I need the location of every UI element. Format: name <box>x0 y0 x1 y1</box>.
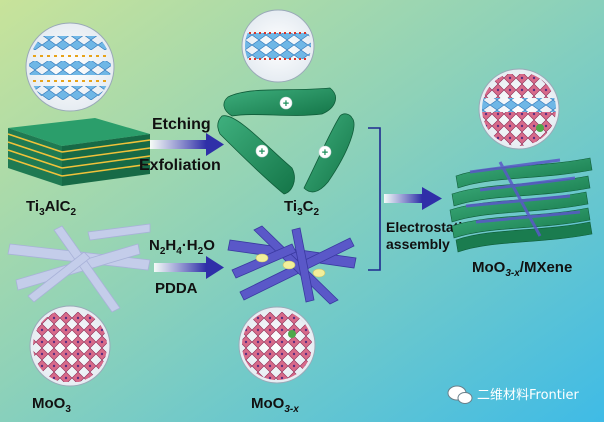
reduction-arrow <box>154 256 224 279</box>
electrostatic-label: Electrostatic <box>386 219 470 235</box>
moo3-label: MoO3 <box>32 395 71 415</box>
plus-sign: + <box>283 98 289 110</box>
assembly-label: assembly <box>386 236 450 252</box>
ti3alc2-layered-block <box>7 118 151 186</box>
plus-sign: + <box>322 147 328 159</box>
plus-charge-markers: + + + <box>255 96 332 159</box>
etching-exfoliation-arrow <box>150 133 224 156</box>
moo3-nanobelts <box>7 223 151 313</box>
pdda-label: PDDA <box>155 280 198 297</box>
hydrazine-label: N2H4·H2O <box>149 237 215 257</box>
moo3x-mxene-stack <box>449 157 593 253</box>
assembly-arrow <box>384 187 442 210</box>
ti3c2-mxene-sheets: + + + <box>217 87 355 195</box>
wechat-icon <box>447 385 473 404</box>
product-label: MoO3-x/MXene <box>472 259 572 279</box>
pdda-dots <box>255 253 326 278</box>
assembly-bracket <box>368 127 381 271</box>
ti3alc2-crystal-circle <box>25 22 115 112</box>
plus-sign: + <box>259 146 265 158</box>
watermark-text: 二维材料Frontier <box>477 388 579 403</box>
ti3alc2-label: Ti3AlC2 <box>26 198 76 218</box>
moo3-crystal-circle <box>29 305 111 387</box>
moo3x-nanobelts <box>227 225 357 305</box>
moo3x-label: MoO3-x <box>251 395 299 415</box>
product-crystal-circle <box>478 68 560 150</box>
etching-label: Etching <box>152 116 211 133</box>
ti3c2-crystal-circle <box>241 9 315 83</box>
ti3c2-label: Ti3C2 <box>284 198 319 218</box>
watermark: 二维材料Frontier <box>447 385 579 404</box>
exfoliation-label: Exfoliation <box>139 157 221 174</box>
moo3x-crystal-circle <box>238 306 316 384</box>
